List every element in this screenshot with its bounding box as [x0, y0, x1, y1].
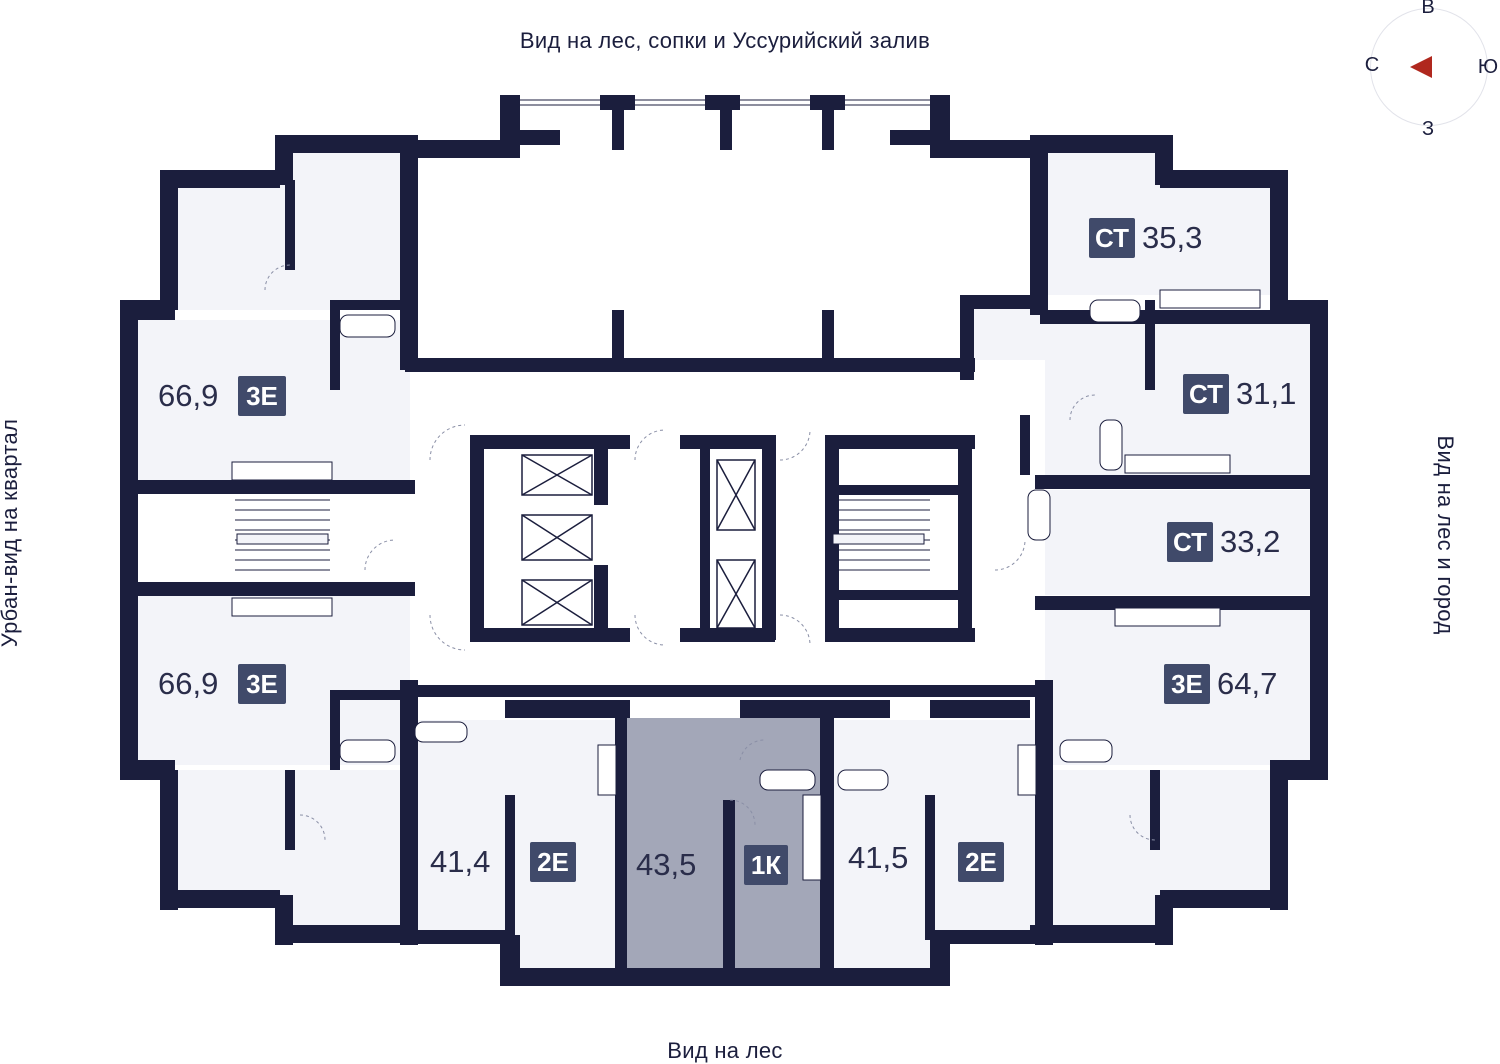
apartment-s3-area: 41,5	[848, 840, 909, 875]
apartment-e3-type: 3Е	[1164, 664, 1210, 704]
compass-west-label: С	[1364, 54, 1380, 76]
view-label-top: Вид на лес, сопки и Уссурийский залив	[519, 28, 931, 53]
apartment-nw-type: 3Е	[238, 376, 286, 416]
apartment-e2-area: 33,2	[1220, 524, 1281, 559]
elevator-shafts	[521, 454, 756, 629]
apartment-s1-area: 41,4	[430, 844, 491, 879]
apartment-nw-area: 66,9	[158, 378, 219, 413]
stairs	[235, 499, 930, 571]
compass-ring	[1370, 8, 1488, 126]
apartment-s1-type: 2Е	[530, 842, 576, 882]
apartment-s2-type: 1К	[744, 845, 788, 885]
apartment-w-area: 66,9	[158, 666, 219, 701]
view-label-bottom: Вид на лес	[667, 1038, 783, 1063]
apartment-s2-area: 43,5	[636, 847, 697, 882]
compass-arrow-icon	[1410, 56, 1432, 78]
compass: В С Ю З	[1360, 0, 1500, 140]
fixtures	[231, 289, 1261, 881]
compass-east-label: Ю	[1477, 56, 1499, 78]
apartment-w-type: 3Е	[238, 664, 286, 704]
apartment-e3-area: 64,7	[1217, 666, 1278, 701]
apartment-ne1-type: СТ	[1089, 218, 1135, 258]
apartment-e2-type: СТ	[1167, 522, 1213, 562]
apartment-ne2-area: 31,1	[1236, 376, 1297, 411]
window-frames	[127, 99, 1319, 981]
door-swings	[264, 264, 1156, 841]
apartment-ne2-type: СТ	[1183, 374, 1229, 414]
apartment-ne1-area: 35,3	[1142, 220, 1203, 255]
compass-north-label: В	[1421, 0, 1435, 18]
compass-south-label: З	[1421, 118, 1435, 140]
walls	[120, 95, 1328, 986]
apartment-s3-type: 2Е	[958, 842, 1004, 882]
